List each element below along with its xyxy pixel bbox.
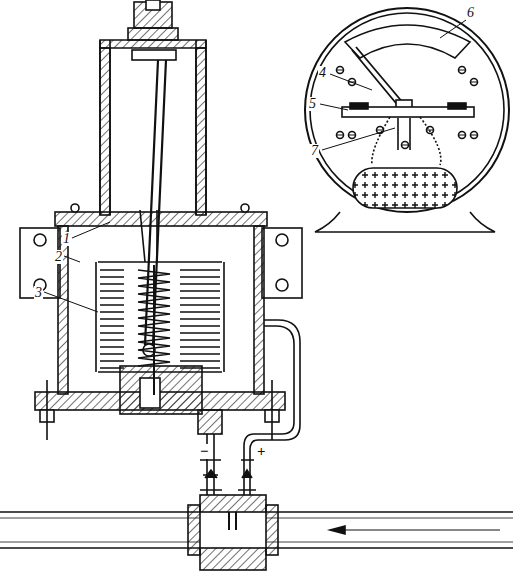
drawing-stroke: [349, 135, 355, 136]
drawing-stroke: [402, 145, 408, 146]
drawing-stroke: [140, 210, 157, 262]
pipeline: [0, 495, 513, 570]
drawing-stroke: [320, 104, 348, 110]
drawing-stroke: [254, 226, 264, 394]
drawing-stroke: [0, 518, 513, 542]
leader-lines: [44, 20, 466, 312]
bellows: [96, 210, 224, 372]
drawing-stroke: [44, 292, 98, 312]
drawing-stroke: [402, 142, 409, 149]
housing: [20, 204, 302, 440]
drawing-stroke: [352, 47, 404, 108]
drawing-stroke: [205, 470, 252, 478]
drawing-stroke: [330, 74, 372, 90]
drawing-stroke: [229, 512, 236, 530]
pressure-sign: +: [256, 444, 267, 459]
drawing-stroke: [100, 276, 220, 278]
drawing-stroke: [100, 40, 206, 48]
drawing-stroke: [55, 212, 267, 226]
callout-number: 2: [54, 250, 63, 264]
drawing-stroke: [198, 410, 222, 434]
spring: [138, 265, 170, 395]
drawing-stroke: [196, 48, 206, 215]
drawing-stroke: [459, 135, 465, 136]
drawing-stroke: [100, 318, 220, 320]
drawing-stroke: [337, 67, 344, 74]
drawing-stroke: [100, 332, 220, 334]
drawing-stroke: [377, 130, 383, 131]
drawing-stroke: [266, 505, 278, 555]
drawing-stroke: [310, 13, 504, 207]
drawing-stroke: [337, 132, 344, 139]
callout-number: 5: [308, 97, 317, 111]
drawing-stroke: [350, 103, 368, 109]
drawing-stroke: [72, 222, 110, 238]
drawing-stroke: [100, 367, 220, 369]
drawing-stroke: [241, 204, 249, 212]
drawing-stroke: [459, 70, 465, 71]
drawing-stroke: [448, 103, 466, 109]
drawing-stroke: [305, 8, 509, 212]
drawing-stroke: [120, 366, 202, 414]
drawing-stroke: [276, 234, 288, 246]
drawing-stroke: [337, 135, 343, 136]
drawing-stroke: [440, 20, 466, 38]
drawing-stroke: [427, 130, 433, 131]
drawing-stroke: [140, 378, 160, 408]
drawing-stroke: [200, 495, 266, 512]
drawing-stroke: [471, 132, 478, 139]
drawing-stroke: [71, 204, 79, 212]
drawing-stroke: [244, 326, 294, 495]
drawing-stroke: [427, 127, 434, 134]
drawing-stroke: [471, 79, 478, 86]
drawing-stroke: [276, 279, 288, 291]
callout-number: 7: [310, 144, 319, 158]
drawing-stroke: [372, 117, 441, 165]
drawing-stroke: [330, 530, 500, 531]
drawing-stroke: [188, 505, 200, 555]
drawing-stroke: [459, 67, 466, 74]
drawing-stroke: [330, 526, 345, 534]
drawing-stroke: [471, 82, 477, 83]
drawing-stroke: [98, 262, 222, 372]
drawing-stroke: [262, 228, 302, 298]
drawing-stroke: [34, 234, 46, 246]
callout-number: 4: [318, 66, 327, 80]
drawing-stroke: [200, 460, 256, 490]
callout-number: 1: [62, 232, 71, 246]
drawing-stroke: [337, 70, 343, 71]
drawing-stroke: [315, 212, 495, 232]
drawing-stroke: [146, 0, 160, 10]
callout-number: 3: [34, 286, 43, 300]
drawing-stroke: [200, 548, 266, 570]
drawing-stroke: [337, 67, 478, 149]
pressure-sign: −: [199, 444, 210, 459]
drawing-stroke: [128, 28, 178, 40]
drawing-stroke: [398, 118, 410, 150]
drawing-stroke: [100, 269, 220, 271]
drawing-stroke: [353, 168, 457, 208]
drawing-stroke: [100, 48, 110, 215]
drawing-stroke: [349, 132, 356, 139]
drawing-stroke: [471, 135, 477, 136]
dial-view: [305, 8, 509, 232]
impulse-tubes: [200, 320, 300, 495]
drawing-stroke: [0, 512, 513, 548]
drawing-stroke: [64, 256, 80, 262]
drawing-stroke: [132, 50, 176, 60]
drawing-stroke: [96, 262, 224, 372]
drawing-stroke: [250, 320, 300, 495]
drawing-stroke: [322, 128, 395, 150]
drawing-stroke: [459, 132, 466, 139]
drawing-stroke: [145, 60, 166, 345]
drawing-stroke: [100, 325, 220, 327]
callout-number: 6: [466, 6, 475, 20]
drawing-stroke: [153, 265, 155, 395]
